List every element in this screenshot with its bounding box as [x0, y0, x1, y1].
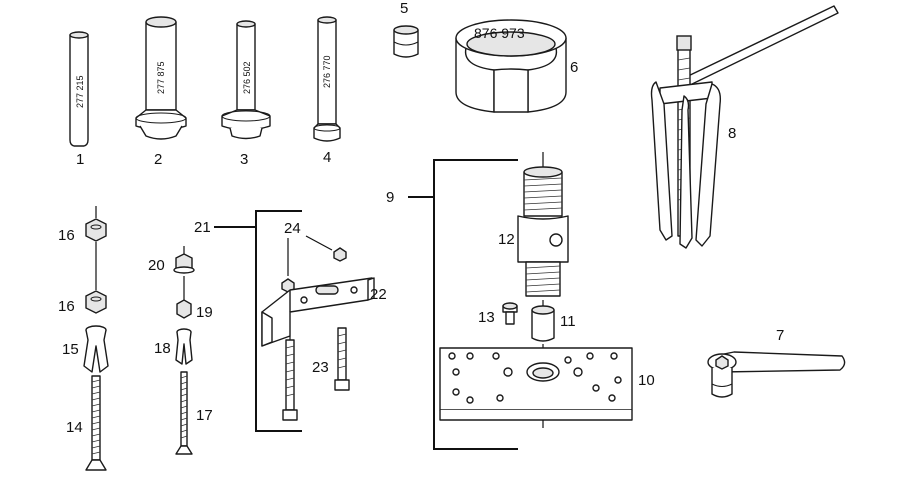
assembly-9-bracket [433, 159, 518, 450]
part-1-drift: 277 215 [69, 31, 89, 147]
callout-7: 7 [776, 327, 784, 344]
callout-2: 2 [154, 151, 162, 168]
part-6-number: 876 973 [474, 25, 525, 41]
callout-16-lower: 16 [58, 298, 75, 315]
callout-1: 1 [76, 151, 84, 168]
part-3-number: 276 502 [242, 61, 252, 94]
part-2-drift: 277 875 [135, 16, 187, 140]
part-1-number: 277 215 [75, 75, 85, 108]
callout-5: 5 [400, 0, 408, 17]
callout-19: 19 [196, 304, 213, 321]
callout-11: 11 [560, 313, 576, 330]
assembly-21-bracket [255, 210, 302, 432]
callout-13: 13 [478, 309, 495, 326]
callout-14: 14 [66, 419, 83, 436]
part-22-bridge [261, 277, 375, 347]
callout-23: 23 [312, 359, 329, 376]
callout-9: 9 [386, 189, 394, 206]
part-6-split-ring: 876 973 [455, 19, 567, 113]
part-4-drift: 276 770 [313, 16, 341, 142]
part-18-collet [175, 328, 193, 365]
part-15-collet [83, 325, 109, 373]
callout-12: 12 [498, 231, 515, 248]
part-20-flange-nut [173, 246, 195, 274]
part-19-nut [176, 276, 192, 319]
part-12-threaded-adapter [517, 152, 569, 297]
callout-8: 8 [728, 125, 736, 142]
part-3-drift: 276 502 [221, 20, 271, 140]
part-8-puller [650, 5, 839, 249]
part-5-cap [393, 25, 419, 58]
callout-10: 10 [638, 372, 655, 389]
part-16-nut-upper [85, 206, 107, 290]
part-10-base-plate [439, 347, 633, 428]
part-17-threaded-rod [175, 371, 193, 455]
callout-4: 4 [323, 149, 331, 166]
callout-21: 21 [194, 219, 211, 236]
callout-24: 24 [284, 220, 301, 237]
callout-20: 20 [148, 257, 165, 274]
callout-16-upper: 16 [58, 227, 75, 244]
part-11-sleeve [531, 300, 555, 360]
part-4-number: 276 770 [322, 55, 332, 88]
callout-17: 17 [196, 407, 213, 424]
callout-18: 18 [154, 340, 171, 357]
callout-22: 22 [370, 286, 387, 303]
callout-3: 3 [240, 151, 248, 168]
callout-15: 15 [62, 341, 79, 358]
part-23-bolts [282, 327, 350, 421]
part-7-wrench [707, 351, 846, 398]
callout-6: 6 [570, 59, 578, 76]
part-13-screw [502, 302, 518, 325]
part-2-number: 277 875 [156, 61, 166, 94]
part-24-nuts [281, 235, 347, 293]
part-14-threaded-rod [85, 375, 107, 471]
part-16-nut-lower [85, 290, 107, 314]
